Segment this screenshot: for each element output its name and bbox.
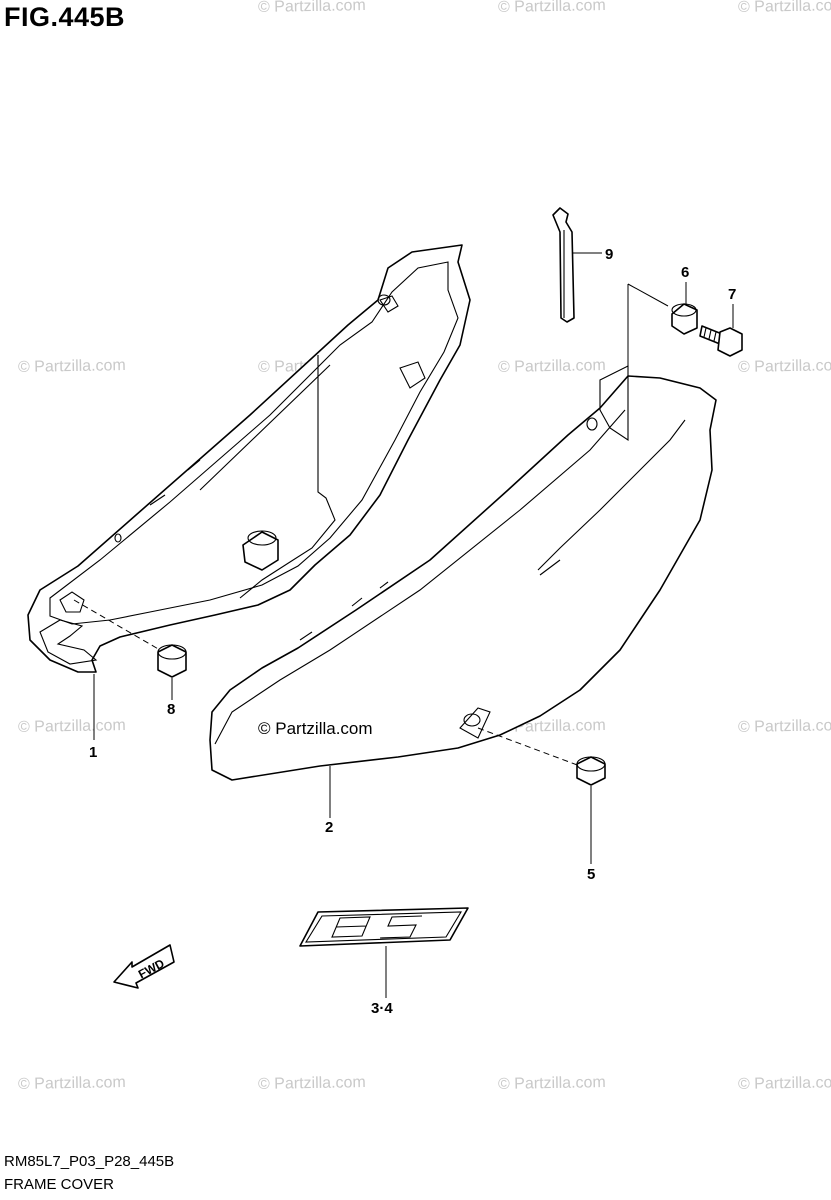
callout-9: 9: [605, 246, 613, 263]
callout-8: 8: [167, 701, 175, 718]
callout-3-4: 3·4: [371, 1000, 393, 1017]
assembly-line-8: [73, 599, 161, 651]
figure-title: FIG.445B: [4, 2, 126, 32]
frame-cover-right[interactable]: © Partzilla.com: [209, 365, 717, 781]
assembly-line-5: [477, 727, 581, 767]
diagram-code: RM85L7_P03_P28_445B: [4, 1153, 175, 1170]
emblem-85-icon[interactable]: [299, 907, 469, 947]
callout-1: 1: [89, 744, 97, 761]
bracket-line: [627, 283, 669, 380]
grommet-part-5[interactable]: [576, 756, 606, 786]
callout-7: 7: [728, 286, 736, 303]
cover-logo-text: © Partzilla.com: [258, 719, 373, 738]
grommet-part-8[interactable]: [157, 644, 187, 678]
callout-5: 5: [587, 866, 595, 883]
bolt-part-7[interactable]: [699, 325, 743, 357]
callout-6: 6: [681, 264, 689, 281]
fwd-arrow-icon: FWD: [113, 944, 175, 989]
diagram-name: FRAME COVER: [4, 1176, 115, 1193]
cable-tie[interactable]: [552, 207, 575, 323]
grommet-part-6[interactable]: [671, 303, 698, 335]
callout-2: 2: [325, 819, 333, 836]
frame-cover-left[interactable]: [27, 244, 471, 673]
